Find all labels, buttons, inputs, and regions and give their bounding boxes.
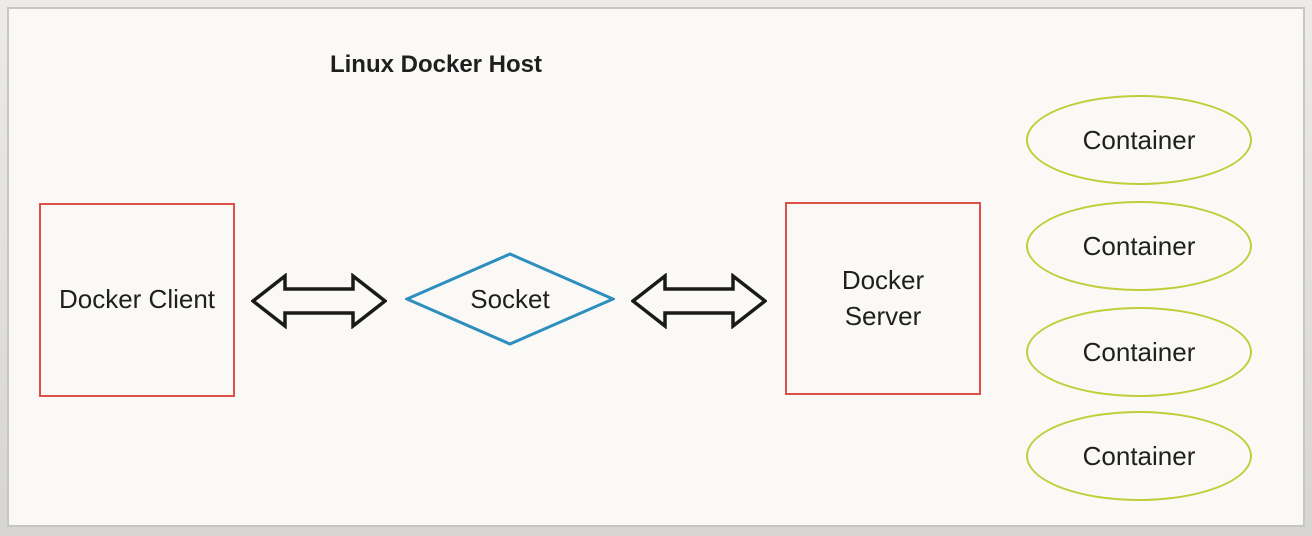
diagram-canvas: Linux Docker Host Docker Client Socket — [9, 9, 1303, 525]
container-label: Container — [1082, 230, 1196, 261]
container-label: Container — [1082, 440, 1196, 471]
double-arrow-shape — [251, 273, 387, 329]
container-label: Container — [1082, 124, 1196, 155]
diamond-shape — [405, 252, 615, 346]
diagram-title: Linux Docker Host — [329, 51, 543, 78]
docker-client-node: Docker Client — [39, 203, 235, 397]
container-label: Container — [1082, 336, 1196, 367]
double-arrow-shape — [631, 273, 767, 329]
container-node: Container — [1026, 411, 1252, 501]
socket-label: Socket — [470, 283, 550, 314]
container-node: Container — [1026, 201, 1252, 291]
docker-server-label-line2: Server — [844, 300, 922, 331]
bidirectional-arrow-icon — [631, 273, 767, 329]
docker-client-label: Docker Client — [58, 284, 216, 315]
socket-node: Socket — [405, 252, 615, 346]
docker-server-label-line1: Docker — [841, 265, 925, 296]
linux-docker-host-frame: Linux Docker Host Docker Client Socket — [7, 7, 1305, 527]
bidirectional-arrow-icon — [251, 273, 387, 329]
container-node: Container — [1026, 307, 1252, 397]
container-node: Container — [1026, 95, 1252, 185]
docker-server-node: Docker Server — [785, 202, 981, 395]
